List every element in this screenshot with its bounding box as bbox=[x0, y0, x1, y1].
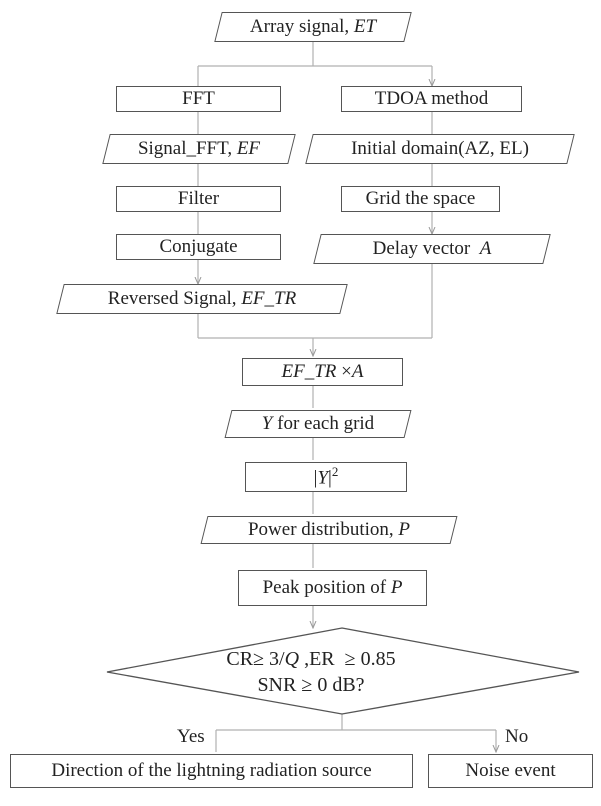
array-signal-variable: ET bbox=[353, 16, 377, 37]
noise-event-box: Noise event bbox=[428, 754, 593, 788]
y-grid-box: Y for each grid bbox=[228, 410, 408, 438]
exponent: 2 bbox=[331, 464, 339, 480]
delay-vector-label: Delay vector bbox=[372, 238, 480, 259]
tdoa-label: TDOA method bbox=[374, 88, 489, 109]
delay-vector-variable: A bbox=[479, 238, 492, 259]
decision-text: CR≥ 3/Q ,ER ≥ 0.85 SNR ≥ 0 dB? bbox=[121, 646, 501, 698]
no-label: No bbox=[505, 726, 529, 747]
power-label: Power distribution, bbox=[247, 519, 399, 540]
decision-line-2: SNR ≥ 0 dB? bbox=[257, 674, 365, 696]
signal-fft-box: Signal_FFT, EF bbox=[106, 134, 292, 164]
initial-domain-box: Initial domain(AZ, EL) bbox=[309, 134, 571, 164]
initial-domain-label: Initial domain(AZ, EL) bbox=[351, 138, 529, 159]
array-signal-label: Array signal, bbox=[249, 16, 354, 37]
connector-top-split bbox=[197, 42, 432, 86]
reversed-signal-variable: EF_TR bbox=[241, 288, 297, 309]
y-squared-box: |Y|2 bbox=[245, 462, 407, 492]
filter-box: Filter bbox=[116, 186, 281, 212]
product-operator: × bbox=[336, 361, 352, 382]
y-squared-variable: Y bbox=[317, 467, 329, 489]
decision-diamond bbox=[106, 627, 580, 715]
y-grid-variable: Y bbox=[261, 413, 273, 434]
decision-line-1: CR≥ 3/Q ,ER ≥ 0.85 bbox=[121, 646, 501, 672]
grid-space-box: Grid the space bbox=[341, 186, 500, 212]
connector-decision-split bbox=[215, 714, 496, 752]
grid-space-label: Grid the space bbox=[365, 188, 476, 209]
tdoa-box: TDOA method bbox=[341, 86, 522, 112]
noise-event-label: Noise event bbox=[465, 760, 556, 781]
reversed-signal-box: Reversed Signal, EF_TR bbox=[60, 284, 344, 314]
delay-vector-box: Delay vector A bbox=[317, 234, 547, 264]
product-var-a: A bbox=[351, 361, 364, 382]
y-grid-label: for each grid bbox=[272, 413, 375, 434]
product-box: EF_TR ×A bbox=[242, 358, 403, 386]
array-signal-box: Array signal, ET bbox=[218, 12, 408, 42]
peak-position-box: Peak position of P bbox=[238, 570, 427, 606]
conjugate-box: Conjugate bbox=[116, 234, 281, 260]
conjugate-label: Conjugate bbox=[159, 236, 238, 257]
abs-open: | bbox=[313, 467, 318, 489]
filter-label: Filter bbox=[177, 188, 220, 209]
decision-q-variable: Q bbox=[284, 648, 300, 670]
peak-variable: P bbox=[390, 577, 403, 598]
connector-merge bbox=[197, 262, 433, 356]
decision-er: ,ER ≥ 0.85 bbox=[299, 648, 396, 670]
peak-label: Peak position of bbox=[262, 577, 391, 598]
reversed-signal-label: Reversed Signal, bbox=[107, 288, 242, 309]
signal-fft-label: Signal_FFT, bbox=[137, 138, 237, 159]
direction-label: Direction of the lightning radiation sou… bbox=[51, 760, 372, 781]
yes-label: Yes bbox=[177, 726, 205, 747]
power-variable: P bbox=[398, 519, 411, 540]
product-var-ef-tr: EF_TR bbox=[281, 361, 337, 382]
direction-box: Direction of the lightning radiation sou… bbox=[10, 754, 413, 788]
power-distribution-box: Power distribution, P bbox=[204, 516, 454, 544]
fft-box: FFT bbox=[116, 86, 281, 112]
decision-cr: CR≥ 3/ bbox=[226, 648, 285, 670]
signal-fft-variable: EF bbox=[236, 138, 261, 159]
abs-close: | bbox=[328, 467, 332, 489]
fft-label: FFT bbox=[182, 88, 215, 109]
